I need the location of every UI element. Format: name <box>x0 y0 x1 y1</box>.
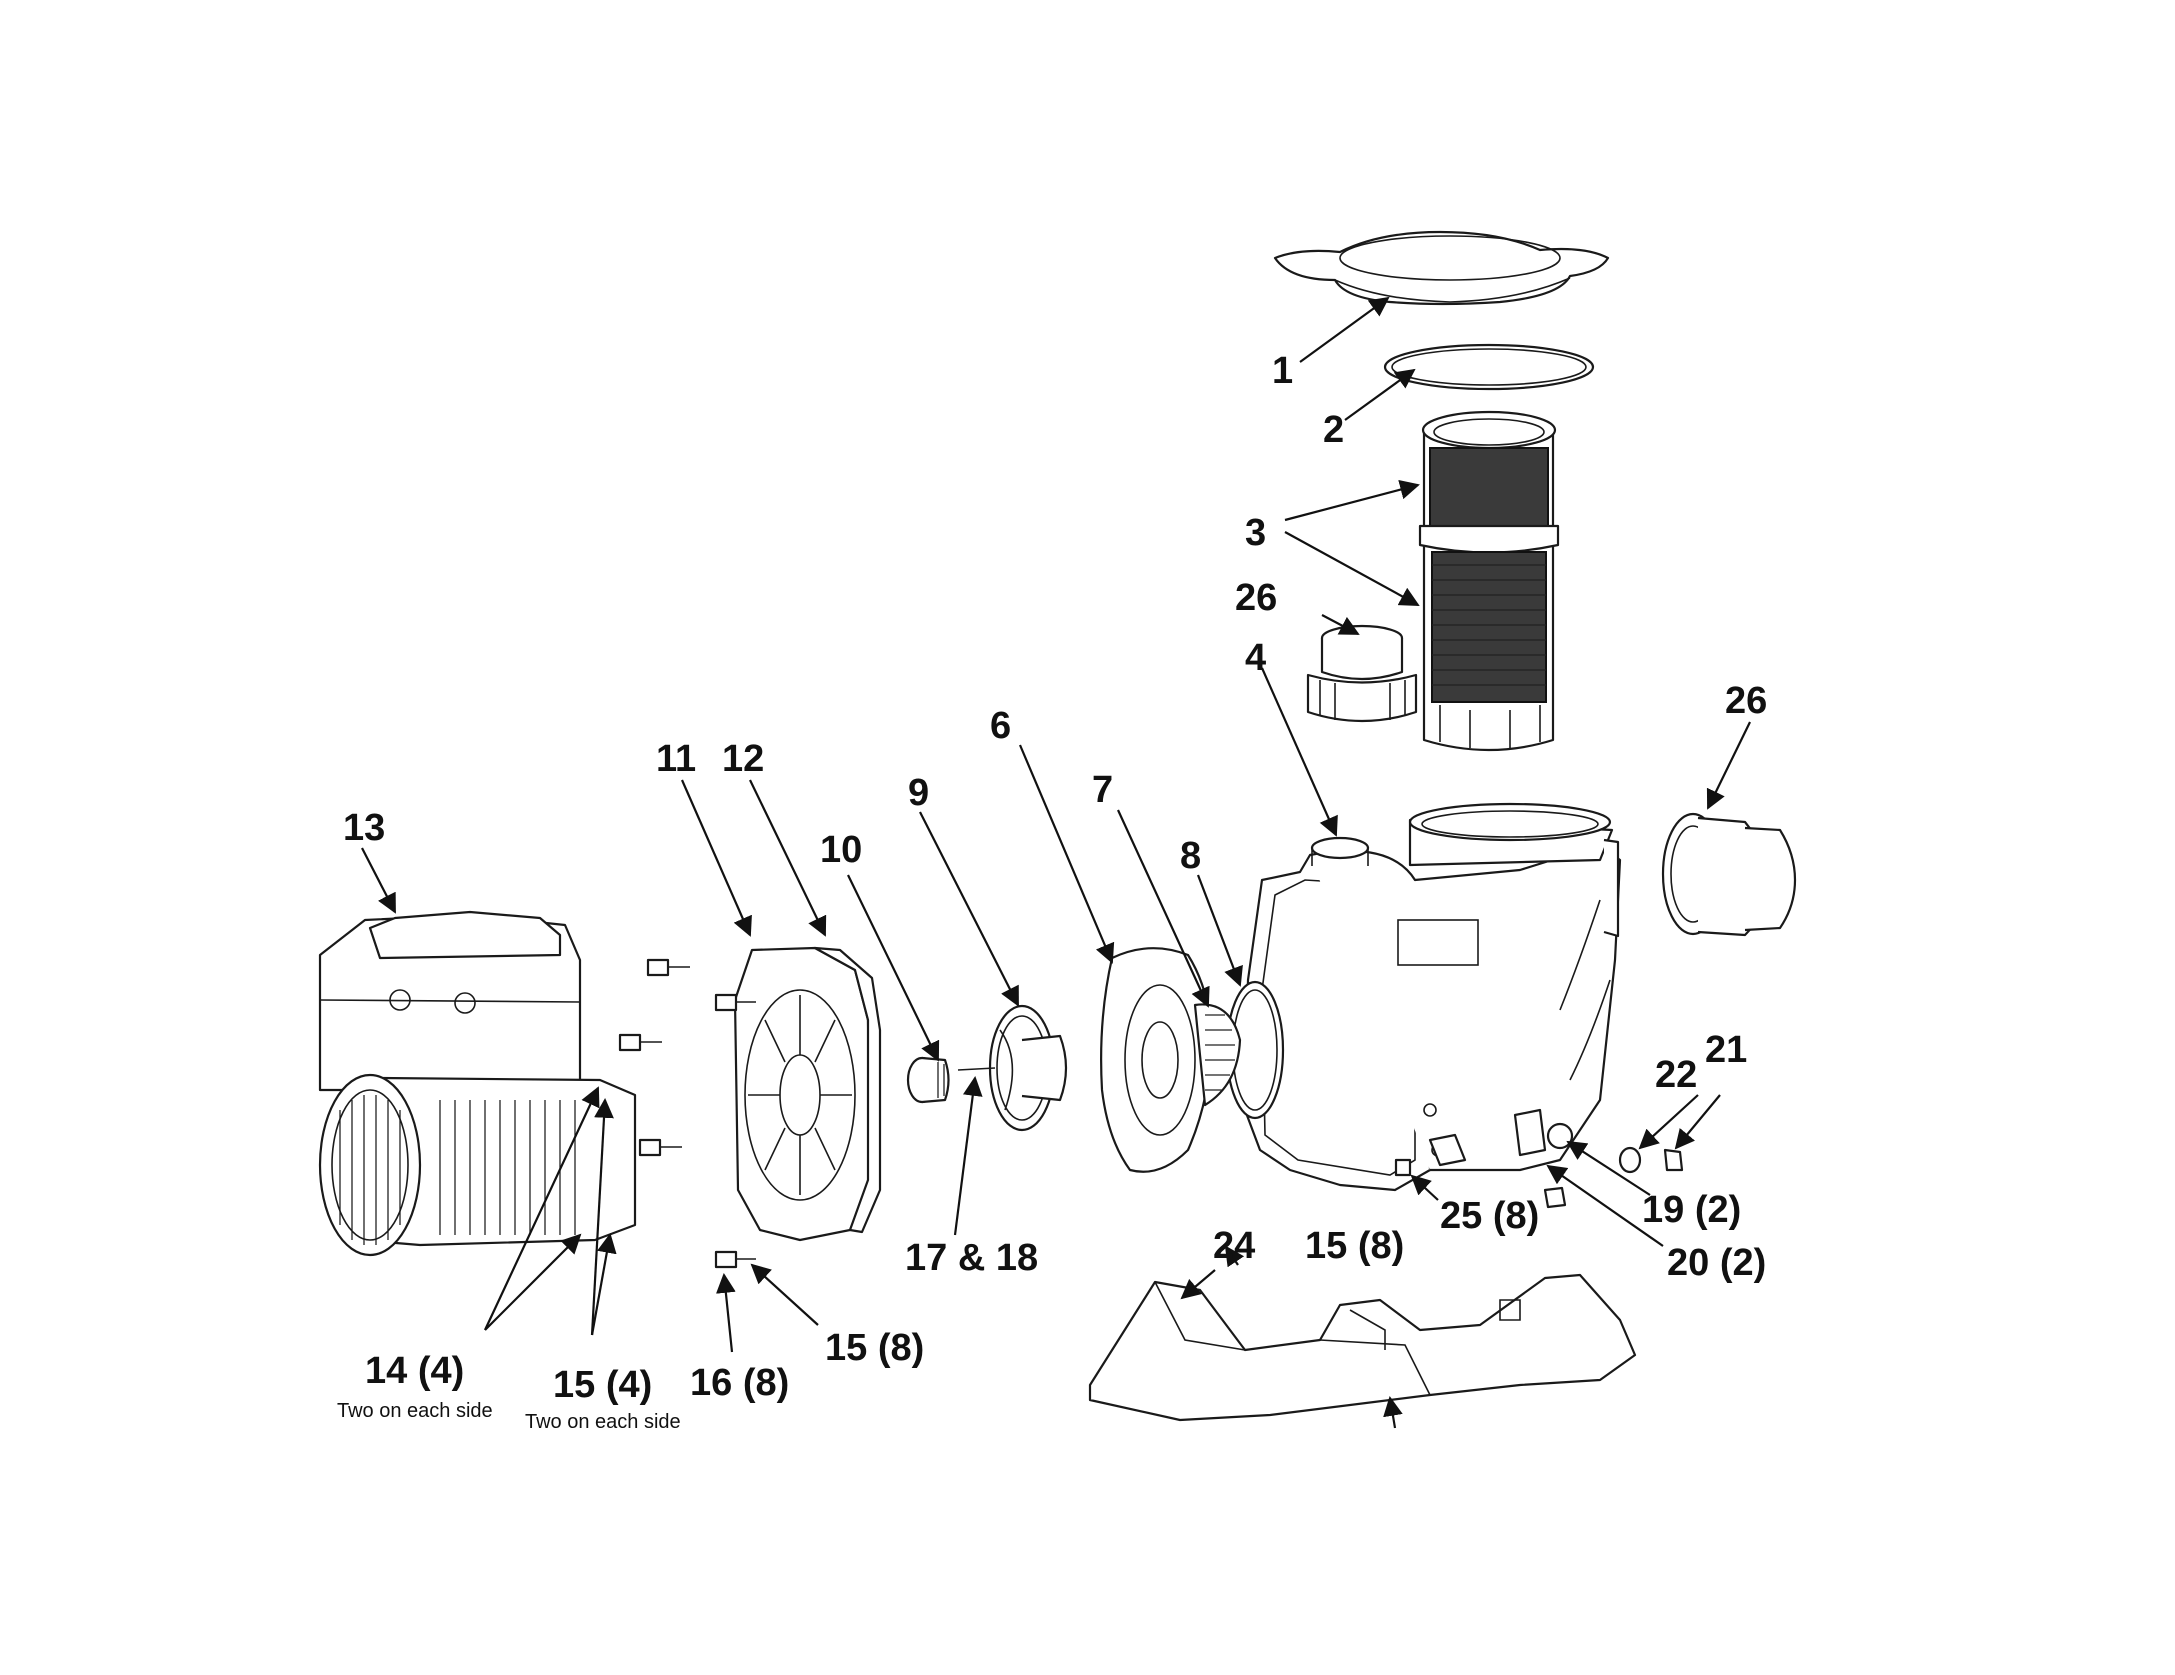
callout-24: 24 <box>1213 1225 1255 1267</box>
callout-1: 1 <box>1272 350 1293 392</box>
seal-plate-icon <box>733 946 882 1242</box>
leader-lines <box>361 296 1751 1429</box>
strainer-basket-icon <box>1418 410 1560 752</box>
callout-26-left: 26 <box>1235 577 1277 619</box>
callout-20: 20 (2) <box>1667 1242 1766 1284</box>
note-14: Two on each side <box>337 1400 493 1422</box>
callout-3: 3 <box>1245 512 1266 554</box>
strainer-lid-icon <box>1273 230 1610 306</box>
callout-26-right: 26 <box>1725 680 1767 722</box>
callout-22: 22 <box>1655 1054 1697 1096</box>
callout-13: 13 <box>343 807 385 849</box>
mechanical-seal-icon <box>906 1056 950 1104</box>
callout-15-plate: 15 (8) <box>825 1327 924 1369</box>
callout-16: 16 (8) <box>690 1362 789 1404</box>
callout-14: 14 (4) <box>365 1350 464 1392</box>
callout-labels: 1 2 3 26 4 26 6 7 8 9 10 11 12 13 17 & 1… <box>337 350 1767 1433</box>
impeller-icon <box>988 1004 1068 1132</box>
callout-15-motor: 15 (4) <box>553 1364 652 1406</box>
drain-plug-icon <box>1394 1108 1684 1209</box>
shaft-screw-icon <box>957 1067 996 1071</box>
union-fitting-icon <box>1661 812 1797 937</box>
callout-25: 25 (8) <box>1440 1195 1539 1237</box>
callout-9: 9 <box>908 772 929 814</box>
bolt-icon <box>618 958 756 1269</box>
union-fitting-icon <box>1306 624 1418 723</box>
callout-15-housing: 15 (8) <box>1305 1225 1404 1267</box>
diffuser-icon <box>1100 947 1242 1173</box>
callout-2: 2 <box>1323 409 1344 451</box>
motor-icon <box>318 910 637 1257</box>
note-15: Two on each side <box>525 1411 681 1433</box>
callout-17-18: 17 & 18 <box>905 1237 1038 1279</box>
callout-12: 12 <box>722 738 764 780</box>
lid-o-ring-icon <box>1383 343 1595 391</box>
callout-21: 21 <box>1705 1029 1747 1071</box>
callout-11: 11 <box>656 738 696 780</box>
callout-7: 7 <box>1092 769 1113 811</box>
pump-base-icon <box>1088 1273 1637 1422</box>
callout-4: 4 <box>1245 637 1266 679</box>
callout-6: 6 <box>990 705 1011 747</box>
callout-19: 19 (2) <box>1642 1189 1741 1231</box>
callout-10: 10 <box>820 829 862 871</box>
callout-8: 8 <box>1180 835 1201 877</box>
